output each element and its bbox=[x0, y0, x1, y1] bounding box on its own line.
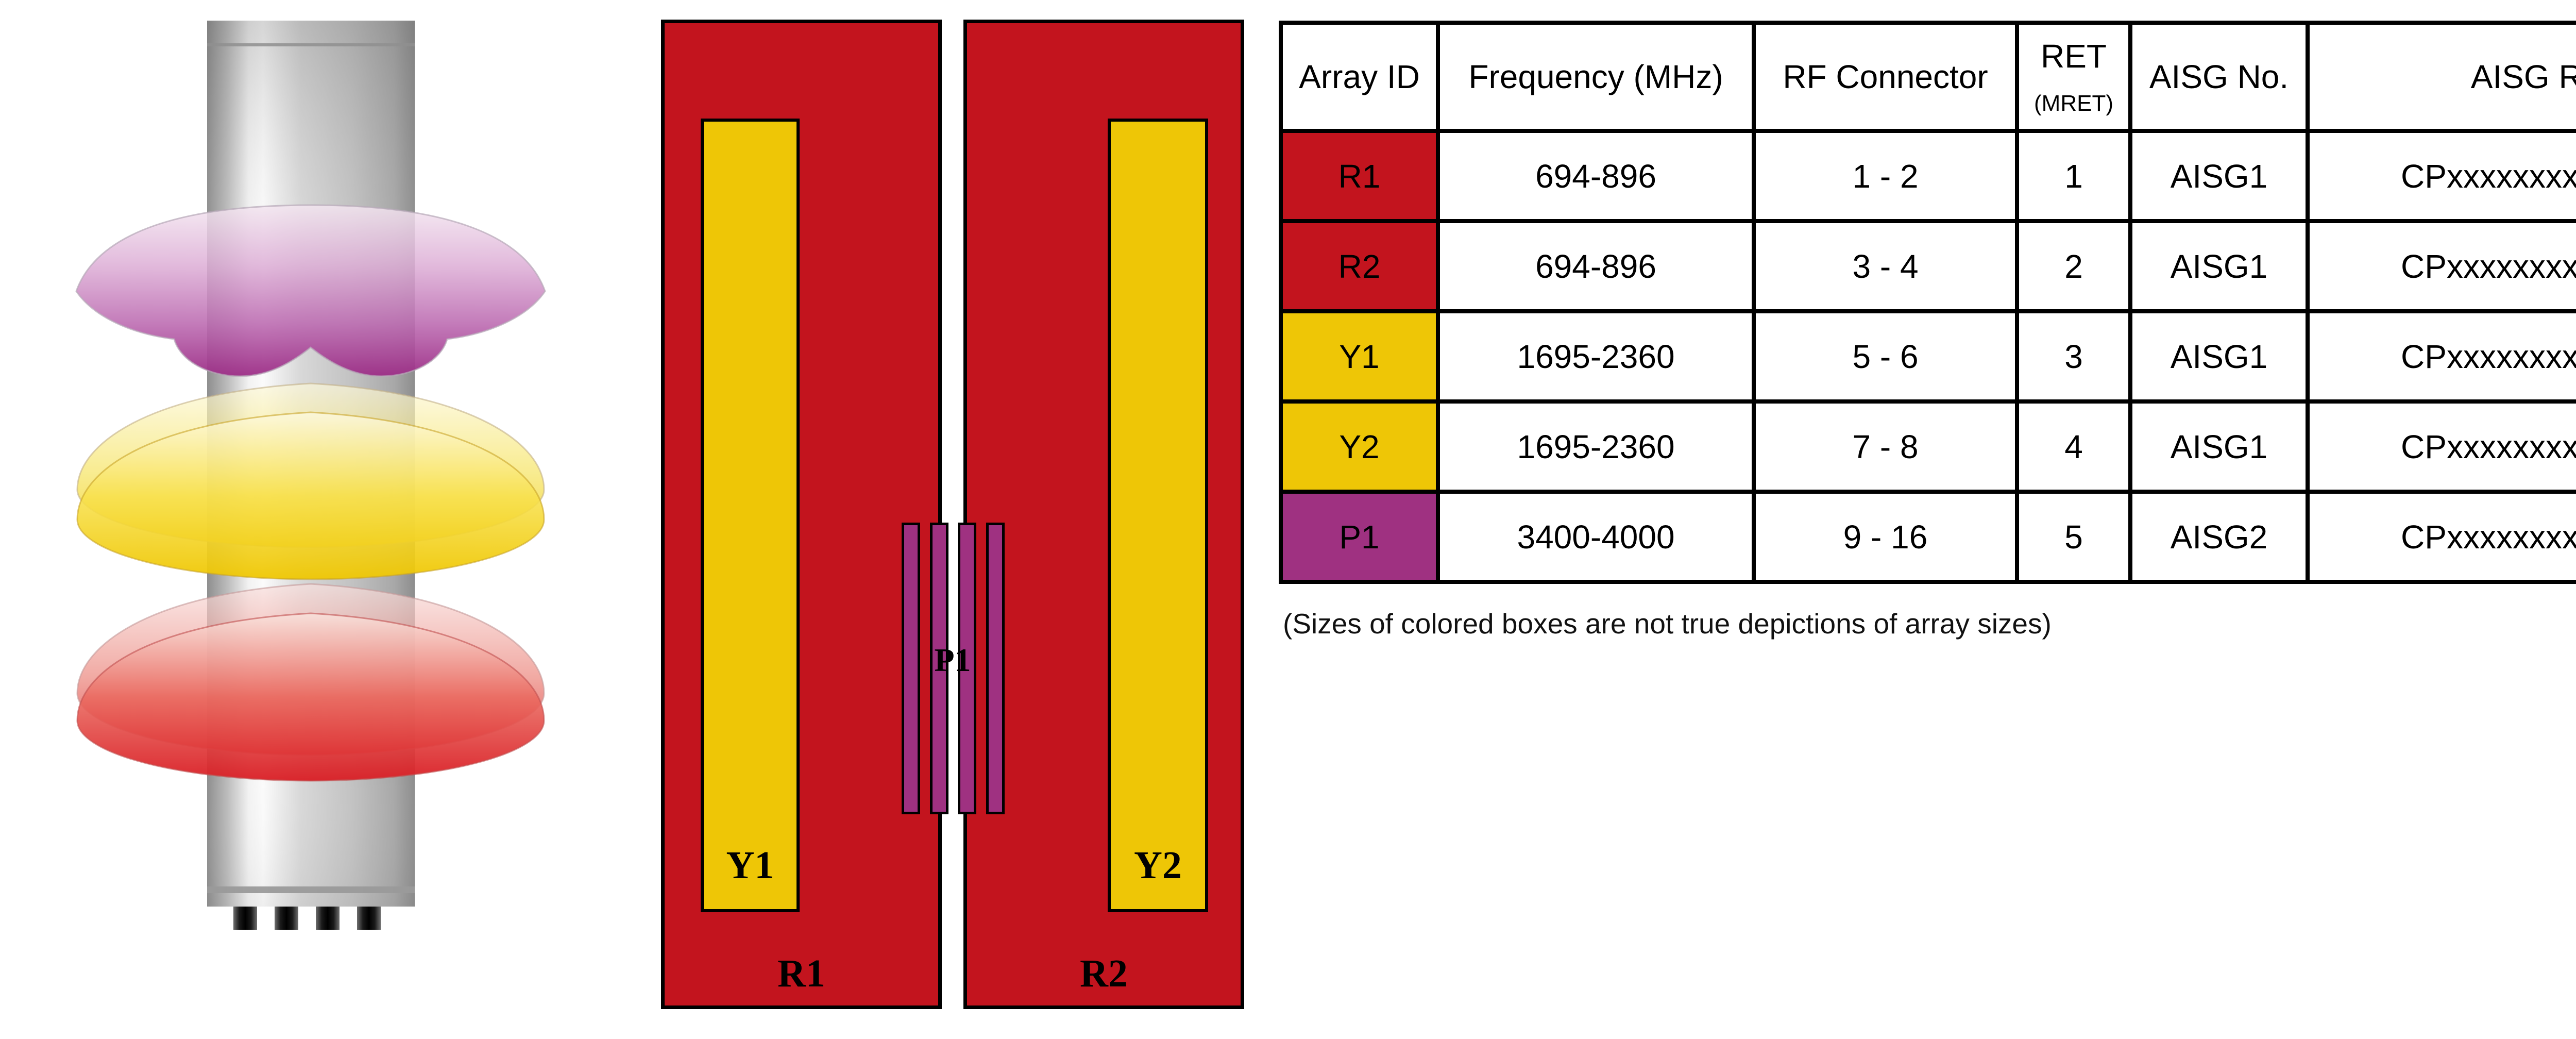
cell-ret: 1 bbox=[2015, 129, 2132, 223]
cell-array-id: P1 bbox=[1279, 490, 1440, 584]
cell-frequency: 694-896 bbox=[1436, 219, 1756, 313]
cell-array-id: R2 bbox=[1279, 219, 1440, 313]
p1-strip bbox=[902, 523, 920, 814]
table-row: R1 694-896 1 - 2 1 AISG1 CPxxxxxxxxxxxxx… bbox=[1279, 129, 2576, 223]
label-y1: Y1 bbox=[726, 844, 774, 887]
figure-caption: (Sizes of colored boxes are not true dep… bbox=[1283, 608, 2052, 640]
cell-frequency: 1695-2360 bbox=[1436, 399, 1756, 494]
header-frequency: Frequency (MHz) bbox=[1436, 21, 1756, 133]
antenna-top-cap-line bbox=[207, 43, 415, 46]
label-r1: R1 bbox=[777, 952, 825, 995]
cell-rf-connector: 5 - 6 bbox=[1752, 309, 2019, 404]
p1-strip bbox=[958, 523, 976, 814]
table-header-row: Array ID Frequency (MHz) RF Connector RE… bbox=[1279, 21, 2576, 133]
header-aisg-no: AISG No. bbox=[2128, 21, 2310, 133]
header-ret-sub: (MRET) bbox=[2034, 91, 2113, 116]
cell-array-id: Y1 bbox=[1279, 309, 1440, 404]
table-row: Y2 1695-2360 7 - 8 4 AISG1 CPxxxxxxxxxxx… bbox=[1279, 399, 2576, 494]
cell-array-id: R1 bbox=[1279, 129, 1440, 223]
cell-aisg-no: AISG2 bbox=[2128, 490, 2310, 584]
cell-ret: 5 bbox=[2015, 490, 2132, 584]
antenna-connectors-icon bbox=[233, 907, 381, 930]
cell-rf-connector: 3 - 4 bbox=[1752, 219, 2019, 313]
header-array-id: Array ID bbox=[1279, 21, 1440, 133]
header-aisg-ret-uid: AISG RET UID bbox=[2306, 21, 2576, 133]
array-sub-y1 bbox=[701, 119, 800, 912]
cell-aisg-ret-uid: CPxxxxxxxxxxxxxxMM.1 bbox=[2306, 129, 2576, 223]
spec-table: Array ID Frequency (MHz) RF Connector RE… bbox=[1279, 21, 2576, 584]
cell-aisg-ret-uid: CPxxxxxxxxxxxxxxMM.1 bbox=[2306, 490, 2576, 584]
cell-ret: 2 bbox=[2015, 219, 2132, 313]
label-p1: P1 bbox=[934, 642, 971, 678]
cell-rf-connector: 9 - 16 bbox=[1752, 490, 2019, 584]
cell-frequency: 3400-4000 bbox=[1436, 490, 1756, 584]
cell-array-id: Y2 bbox=[1279, 399, 1440, 494]
cell-aisg-ret-uid: CPxxxxxxxxxxxxxxMM.2 bbox=[2306, 219, 2576, 313]
antenna-illustration bbox=[75, 21, 546, 930]
cell-aisg-ret-uid: CPxxxxxxxxxxxxxxMM.4 bbox=[2306, 399, 2576, 494]
cell-rf-connector: 1 - 2 bbox=[1752, 129, 2019, 223]
header-ret: RET (MRET) bbox=[2015, 21, 2132, 133]
label-r2: R2 bbox=[1080, 952, 1128, 995]
cell-aisg-no: AISG1 bbox=[2128, 309, 2310, 404]
cell-frequency: 1695-2360 bbox=[1436, 309, 1756, 404]
p1-strip bbox=[930, 523, 948, 814]
header-rf-connector: RF Connector bbox=[1752, 21, 2019, 133]
header-ret-main: RET bbox=[2041, 38, 2107, 75]
p1-strip bbox=[986, 523, 1005, 814]
cell-aisg-no: AISG1 bbox=[2128, 129, 2310, 223]
cell-ret: 3 bbox=[2015, 309, 2132, 404]
cell-frequency: 694-896 bbox=[1436, 129, 1756, 223]
cell-aisg-no: AISG1 bbox=[2128, 399, 2310, 494]
cell-rf-connector: 7 - 8 bbox=[1752, 399, 2019, 494]
cell-aisg-no: AISG1 bbox=[2128, 219, 2310, 313]
table-row: Y1 1695-2360 5 - 6 3 AISG1 CPxxxxxxxxxxx… bbox=[1279, 309, 2576, 404]
antenna-beam-purple-icon bbox=[75, 204, 546, 377]
array-sub-y2 bbox=[1108, 119, 1208, 912]
label-y2: Y2 bbox=[1134, 844, 1182, 887]
cell-aisg-ret-uid: CPxxxxxxxxxxxxxxMM.3 bbox=[2306, 309, 2576, 404]
table-row: P1 3400-4000 9 - 16 5 AISG2 CPxxxxxxxxxx… bbox=[1279, 490, 2576, 584]
cell-ret: 4 bbox=[2015, 399, 2132, 494]
antenna-bottom-rim-line bbox=[207, 886, 415, 893]
table-row: R2 694-896 3 - 4 2 AISG1 CPxxxxxxxxxxxxx… bbox=[1279, 219, 2576, 313]
antenna-beam-red-front-icon bbox=[76, 612, 545, 782]
antenna-beam-yellow-front-icon bbox=[76, 411, 545, 580]
